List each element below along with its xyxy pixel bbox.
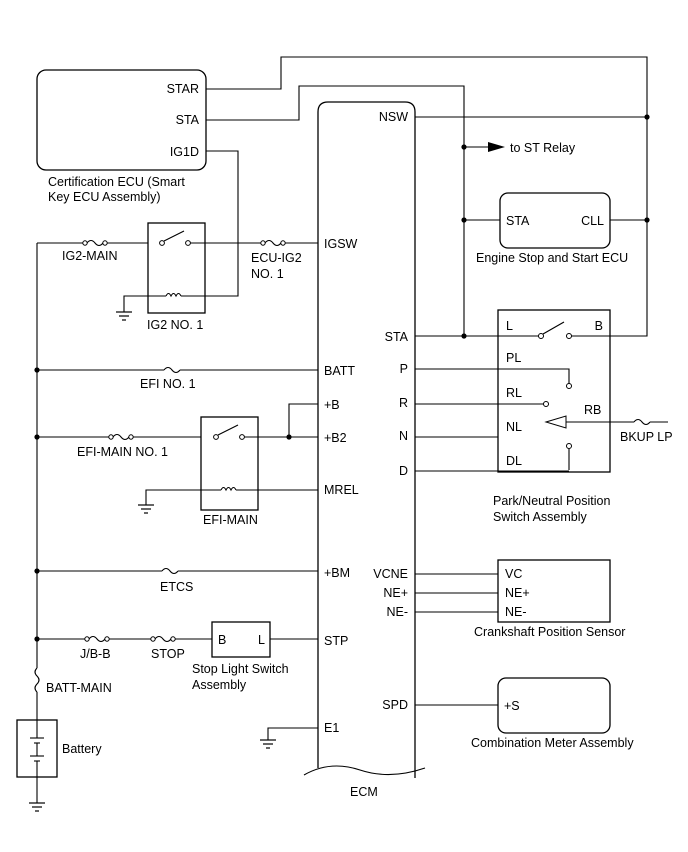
ecm-block: ECM [303,101,426,799]
crankshaft-sensor: VC NE+ NE- Crankshaft Position Sensor [474,559,625,639]
ecm-pin-r: R [399,396,408,410]
st-relay-label: to ST Relay [510,141,576,155]
meter-title: Combination Meter Assembly [471,736,634,750]
bkup-lp-label: BKUP LP [620,430,673,444]
ecm-pin-b: +B [324,398,340,412]
relay-efi-main-label: EFI-MAIN [203,513,258,527]
ecm-pin-stp: STP [324,634,348,648]
crank-pin-vc: VC [505,567,522,581]
battery-label: Battery [62,742,102,756]
engine-stop-start-ecu: STA CLL Engine Stop and Start ECU [476,192,628,265]
pnp-pin-nl: NL [506,420,522,434]
wire-ig1d [205,150,239,297]
ecm-pin-igsw: IGSW [324,237,358,251]
stop-switch-title-2: Assembly [192,678,247,692]
pnp-title-1: Park/Neutral Position [493,494,610,508]
cert-ecu-title-1: Certification ECU (Smart [48,175,185,189]
pnp-pin-dl: DL [506,454,522,468]
pnp-pin-b: B [595,319,603,333]
cert-ecu-pin-star: STAR [167,82,199,96]
fuse-efi-main-no1: EFI-MAIN NO. 1 [77,445,168,459]
wire-star [206,56,648,337]
fuse-ecu-ig2-1: ECU-IG2 [251,251,302,265]
pnp-pin-rl: RL [506,386,522,400]
ecm-label: ECM [350,785,378,799]
cert-ecu-pin-sta: STA [176,113,200,127]
ecm-pin-ne-plus: NE+ [383,586,408,600]
ecm-pin-batt: BATT [324,364,355,378]
ecm-pin-p: P [400,362,408,376]
ecm-pin-sta: STA [385,330,409,344]
fuse-batt-main: BATT-MAIN [46,681,112,695]
ecm-pin-n: N [399,429,408,443]
stop-light-switch: B L [211,621,271,658]
fuse-ig2-main: IG2-MAIN [62,249,118,263]
relay-efi-main [200,416,259,511]
fuse-efi-no1: EFI NO. 1 [140,377,196,391]
ecm-pin-spd: SPD [382,698,408,712]
crank-title: Crankshaft Position Sensor [474,625,625,639]
engine-ecu-pin-cll: CLL [581,214,604,228]
pnp-switch: L B PL RL NL RB DL [497,309,611,473]
crank-pin-ne-minus: NE- [505,605,527,619]
pnp-pin-rb: RB [584,403,601,417]
fuse-ecu-ig2-2: NO. 1 [251,267,284,281]
meter-pin-s: +S [504,699,520,713]
cert-ecu-pin-ig1d: IG1D [170,145,199,159]
engine-ecu-title: Engine Stop and Start ECU [476,251,628,265]
stop-switch-pin-b: B [218,633,226,647]
wire-cert-sta [206,85,465,336]
battery [16,719,58,778]
relay-ig2-label: IG2 NO. 1 [147,318,203,332]
ecm-pin-ne-minus: NE- [386,605,408,619]
ecm-pin-nsw: NSW [379,110,408,124]
cert-ecu-title-2: Key ECU Assembly) [48,190,161,204]
engine-ecu-pin-sta: STA [506,214,530,228]
combination-meter: +S Combination Meter Assembly [471,677,634,750]
fuse-jb-b: J/B-B [80,647,111,661]
pnp-pin-pl: PL [506,351,521,365]
ecm-pin-vcne: VCNE [373,567,408,581]
crank-pin-ne-plus: NE+ [505,586,530,600]
fuse-etcs: ETCS [160,580,193,594]
ecm-pin-bm: +BM [324,566,350,580]
certification-ecu: STAR STA IG1D Certification ECU (Smart K… [36,69,207,204]
pnp-pin-l: L [506,319,513,333]
ecm-pin-mrel: MREL [324,483,359,497]
ecm-pin-e1: E1 [324,721,339,735]
stop-switch-title-1: Stop Light Switch [192,662,289,676]
pnp-title-2: Switch Assembly [493,510,588,524]
stop-switch-pin-l: L [258,633,265,647]
ecm-pin-b2: +B2 [324,431,347,445]
ecm-pin-d: D [399,464,408,478]
relay-ig2-no1 [147,222,206,314]
fuse-stop: STOP [151,647,185,661]
